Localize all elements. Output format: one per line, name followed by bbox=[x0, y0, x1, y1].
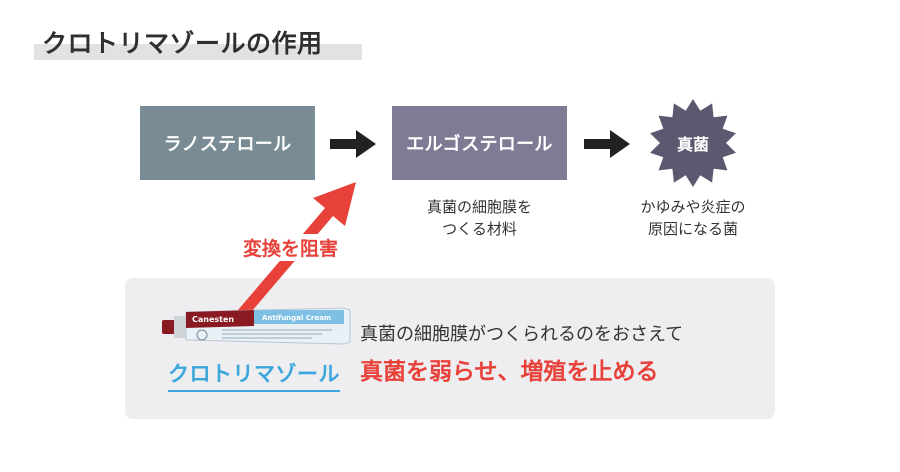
ergosterol-caption: 真菌の細胞膜を つくる材料 bbox=[392, 196, 567, 240]
ergosterol-box: エルゴステロール bbox=[392, 106, 567, 180]
fungus-caption-line: かゆみや炎症の bbox=[640, 198, 746, 216]
fungus-caption-line: 原因になる菌 bbox=[647, 220, 738, 238]
fungus-label-text: 真菌 bbox=[676, 135, 709, 154]
cream-tube-image: Canesten Antifungal Cream bbox=[162, 307, 351, 345]
inhibition-label: 変換を阻害 bbox=[241, 234, 341, 261]
ergosterol-label: エルゴステロール bbox=[406, 134, 553, 155]
tube-product: Antifungal Cream bbox=[262, 314, 331, 322]
fungus-label: 真菌 bbox=[648, 98, 738, 188]
right-arrow-icon bbox=[584, 130, 630, 158]
drug-effect-panel bbox=[125, 278, 775, 419]
title-underline bbox=[34, 44, 362, 60]
tube-brand: Canesten bbox=[192, 315, 234, 324]
fungus-burst-icon bbox=[650, 99, 736, 187]
right-arrow-icon bbox=[330, 130, 376, 158]
fungus-caption: かゆみや炎症の 原因になる菌 bbox=[613, 196, 773, 240]
ergosterol-caption-line: 真菌の細胞膜を bbox=[426, 198, 532, 216]
page-title: クロトリマゾールの作用 bbox=[34, 24, 362, 60]
effect-description: 真菌の細胞膜がつくられるのをおさえて bbox=[360, 324, 684, 345]
lanosterol-box: ラノステロール bbox=[140, 106, 315, 180]
title-text: クロトリマゾールの作用 bbox=[42, 29, 323, 58]
drug-name: クロトリマゾール bbox=[168, 358, 340, 392]
effect-highlight: 真菌を弱らせ、増殖を止める bbox=[360, 359, 659, 385]
lanosterol-label: ラノステロール bbox=[163, 134, 292, 155]
ergosterol-caption-line: つくる材料 bbox=[442, 220, 517, 238]
